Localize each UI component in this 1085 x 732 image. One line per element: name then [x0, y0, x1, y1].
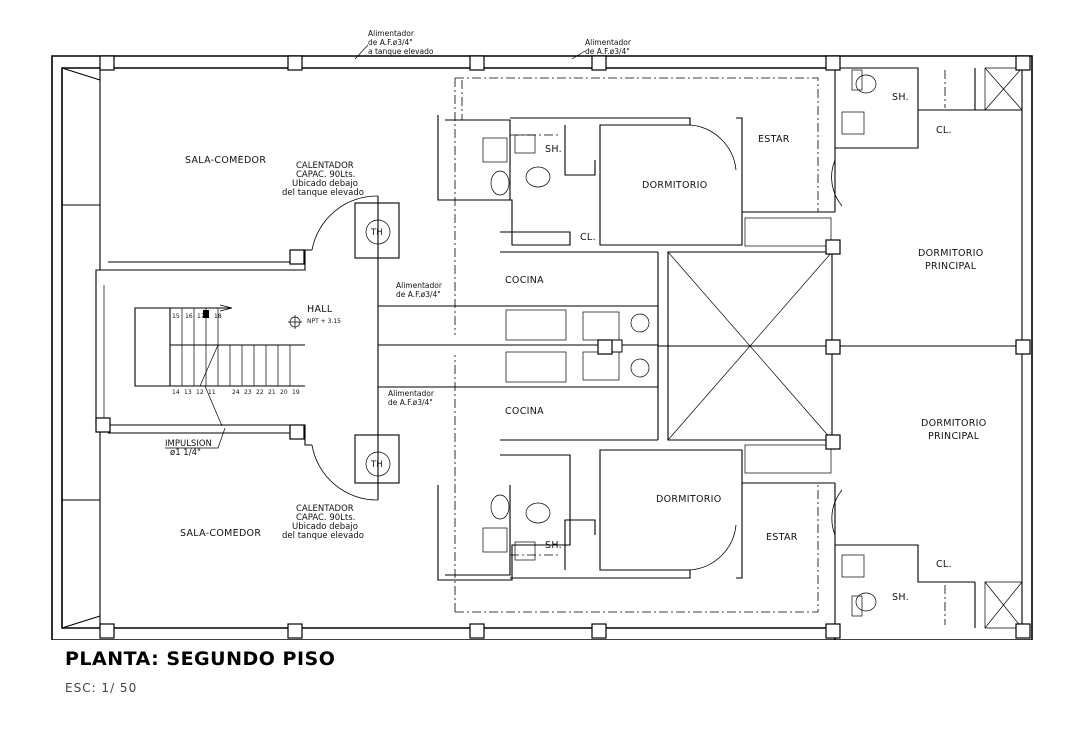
svg-text:14: 14 [172, 389, 180, 396]
label-cl-right-bottom: CL. [936, 559, 952, 570]
svg-text:11: 11 [208, 389, 216, 396]
svg-text:24: 24 [232, 389, 240, 396]
right-baths [835, 67, 1023, 629]
impulsion-line2: ø1 1/4" [170, 448, 201, 458]
label-sh-right-top: SH. [892, 92, 909, 103]
svg-text:20: 20 [280, 389, 288, 396]
svg-text:15: 15 [172, 313, 180, 320]
label-dormitorio-bottom: DORMITORIO [656, 494, 722, 505]
label-sh-bottom: SH. [545, 540, 562, 551]
feeder-top-1-line3: a tanque elevado [368, 47, 434, 56]
label-dormitorio-principal-top-2: PRINCIPAL [925, 261, 977, 272]
water-heaters [354, 202, 400, 484]
label-cl-top: CL. [580, 232, 596, 243]
label-th-bottom: TH [370, 460, 383, 470]
impulsion-line1: IMPULSION [165, 439, 212, 449]
feeder-center-top-line2: de A.F.ø3/4" [396, 290, 441, 299]
label-sala-comedor-bottom: SALA-COMEDOR [180, 528, 261, 539]
feeder-center-bottom-line1: Alimentador [388, 389, 435, 398]
svg-text:23: 23 [244, 389, 252, 396]
label-sh-right-bottom: SH. [892, 592, 909, 603]
stair [95, 285, 305, 427]
feeder-top-2-line2: de A.F.ø3/4" [585, 47, 630, 56]
heater-bottom-line3: Ubicado debajo [292, 522, 358, 532]
heater-top-line2: CAPAC. 90Lts. [296, 170, 355, 180]
feeder-top-1-line2: de A.F.ø3/4" [368, 38, 413, 47]
label-hall-level: NPT + 3.15 [307, 318, 341, 325]
structural-columns [95, 55, 1031, 639]
heater-top-line1: CALENTADOR [296, 161, 354, 171]
svg-text:13: 13 [184, 389, 192, 396]
label-cocina-bottom: COCINA [505, 406, 544, 417]
label-sh-top: SH. [545, 144, 562, 155]
heater-bottom-line2: CAPAC. 90Lts. [296, 513, 355, 523]
svg-text:21: 21 [268, 389, 276, 396]
label-dormitorio-principal-bottom-1: DORMITORIO [921, 418, 987, 429]
sala-comedor-bottom [61, 424, 379, 629]
sala-comedor-top [61, 67, 379, 285]
feeder-center-bottom-line2: de A.F.ø3/4" [388, 398, 433, 407]
svg-text:19: 19 [292, 389, 300, 396]
label-estar-bottom: ESTAR [766, 532, 798, 543]
label-sala-comedor-top: SALA-COMEDOR [185, 155, 266, 166]
outer-walls [51, 55, 1033, 640]
feeder-center-top-line1: Alimentador [396, 281, 443, 290]
room-labels: SALA-COMEDOR SALA-COMEDOR HALL NPT + 3.1… [180, 92, 987, 603]
upper-apartment [437, 68, 975, 335]
label-hall: HALL [307, 304, 333, 315]
feeder-top-2-line1: Alimentador [585, 38, 632, 47]
heater-bottom-line1: CALENTADOR [296, 504, 354, 514]
label-th-top: TH [370, 228, 383, 238]
label-estar-top: ESTAR [758, 134, 790, 145]
label-dormitorio-top: DORMITORIO [642, 180, 708, 191]
svg-text:18: 18 [214, 313, 222, 320]
drawing-scale: ESC: 1/ 50 [65, 681, 138, 695]
heater-top-line3: Ubicado debajo [292, 179, 358, 189]
drawing-title: PLANTA: SEGUNDO PISO [65, 648, 336, 670]
svg-text:16: 16 [185, 313, 193, 320]
label-dormitorio-principal-bottom-2: PRINCIPAL [928, 431, 980, 442]
annotations: Alimentador de A.F.ø3/4" a tanque elevad… [165, 29, 632, 541]
lower-apartment [437, 355, 975, 628]
svg-text:22: 22 [256, 389, 264, 396]
stair-step-numbers: 15 16 17 18 14 13 12 11 24 23 22 21 20 1… [172, 313, 300, 396]
heater-top-line4: del tanque elevado [282, 188, 364, 198]
heater-bottom-line4: del tanque elevado [282, 531, 364, 541]
label-cl-right-top: CL. [936, 125, 952, 136]
svg-text:12: 12 [196, 389, 204, 396]
feeder-top-1-line1: Alimentador [368, 29, 415, 38]
label-dormitorio-principal-top-1: DORMITORIO [918, 248, 984, 259]
label-cocina-top: COCINA [505, 275, 544, 286]
floor-plan-drawing: 15 16 17 18 14 13 12 11 24 23 22 21 20 1… [51, 29, 1033, 640]
svg-text:17: 17 [197, 313, 205, 320]
